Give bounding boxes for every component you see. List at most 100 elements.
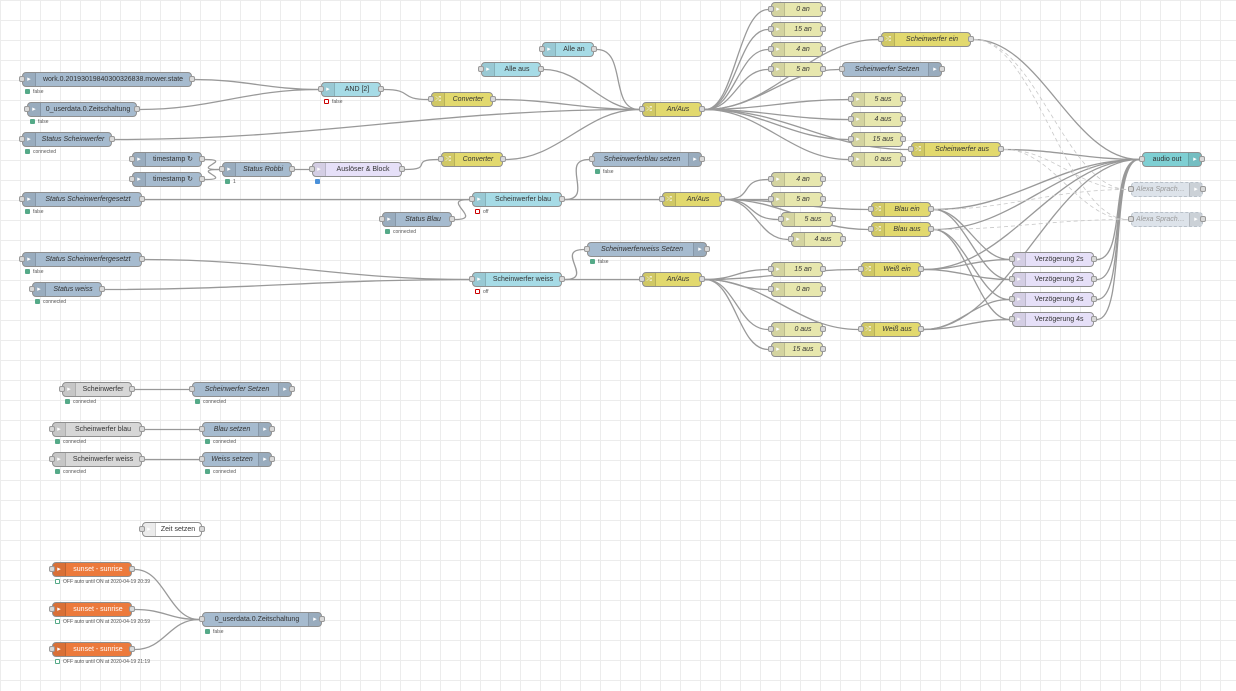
wire[interactable] [564,248,585,281]
flow-node[interactable]: ⤮Scheinwerfer ein [878,32,974,47]
input-port[interactable] [839,66,845,72]
input-port[interactable] [1128,216,1134,222]
output-port[interactable] [1091,316,1097,322]
input-port[interactable] [24,106,30,112]
flow-node[interactable]: ▸Scheinwerfer [59,382,135,397]
flow-node[interactable]: ▸Scheinwerfer Setzen [189,382,295,397]
input-port[interactable] [848,96,854,102]
input-port[interactable] [309,166,315,172]
dashed-wire[interactable] [933,189,1129,210]
dashed-wire[interactable] [973,39,1129,190]
wire[interactable] [134,568,200,621]
wire[interactable] [543,68,640,111]
output-port[interactable] [820,286,826,292]
input-port[interactable] [639,106,645,112]
output-port[interactable] [918,266,924,272]
output-port[interactable] [968,36,974,42]
output-port[interactable] [820,266,826,272]
output-port[interactable] [699,106,705,112]
output-port[interactable] [820,6,826,12]
wire[interactable] [923,158,1140,271]
flow-node[interactable]: ▸Alle aus [478,62,544,77]
flow-node[interactable]: ▸Verzögerung 4s [1009,312,1097,327]
flow-node[interactable]: ▸Scheinwerfer blau [49,422,145,437]
input-port[interactable] [199,456,205,462]
wire[interactable] [704,108,909,151]
flow-node[interactable]: ▸5 an [768,62,826,77]
wire[interactable] [204,158,220,171]
flow-node[interactable]: ▸Scheinwerfer weiss [469,272,565,287]
input-port[interactable] [848,156,854,162]
input-port[interactable] [29,286,35,292]
wire[interactable] [1003,148,1140,161]
output-port[interactable] [900,156,906,162]
dashed-wire[interactable] [973,39,1129,220]
output-port[interactable] [538,66,544,72]
flow-node[interactable]: ▸Verzögerung 4s [1009,292,1097,307]
output-port[interactable] [289,386,295,392]
flow-node[interactable]: ▸0_userdata.0.Zeitschaltung [24,102,140,117]
input-port[interactable] [129,176,135,182]
wire[interactable] [923,268,1010,281]
flow-node[interactable]: ⤮Blau ein [868,202,934,217]
dashed-wire[interactable] [933,219,1129,230]
output-port[interactable] [820,176,826,182]
wire[interactable] [933,158,1140,231]
flow-node[interactable]: ⤮Converter [438,152,506,167]
output-port[interactable] [129,386,135,392]
flow-node[interactable]: ▸0 aus [848,152,906,167]
output-port[interactable] [820,46,826,52]
input-port[interactable] [768,266,774,272]
output-port[interactable] [699,156,705,162]
flow-node[interactable]: ▸Scheinwerfer blau [469,192,565,207]
flow-node[interactable]: ▸15 an [768,22,826,37]
output-port[interactable] [378,86,384,92]
flow-node[interactable]: ▸15 an [768,262,826,277]
wire[interactable] [134,618,200,651]
dashed-wire[interactable] [1003,149,1129,190]
wire[interactable] [404,158,439,171]
input-port[interactable] [584,246,590,252]
output-port[interactable] [1200,186,1206,192]
output-port[interactable] [928,206,934,212]
input-port[interactable] [768,66,774,72]
flow-node[interactable]: ▸4 an [768,172,826,187]
wire[interactable] [704,108,849,161]
wire[interactable] [194,78,319,91]
input-port[interactable] [589,156,595,162]
flow-node[interactable]: ▸0_userdata.0.Zeitschaltung [199,612,325,627]
input-port[interactable] [318,86,324,92]
wire[interactable] [933,208,1010,281]
wire[interactable] [704,98,849,111]
flow-node[interactable]: ▸Status Robbi [219,162,295,177]
output-port[interactable] [900,96,906,102]
wire[interactable] [505,108,640,161]
output-port[interactable] [559,276,565,282]
wire[interactable] [114,108,640,141]
flow-node[interactable]: ▸Scheinwerfer Setzen [839,62,945,77]
flow-node[interactable]: ▸sunset - sunrise [49,602,135,617]
output-port[interactable] [830,216,836,222]
flow-node[interactable]: ▸timestamp ↻ [129,172,205,187]
input-port[interactable] [49,606,55,612]
wire[interactable] [144,258,470,281]
input-port[interactable] [1139,156,1145,162]
output-port[interactable] [109,136,115,142]
input-port[interactable] [768,6,774,12]
input-port[interactable] [139,526,145,532]
output-port[interactable] [998,146,1004,152]
output-port[interactable] [129,646,135,652]
input-port[interactable] [858,326,864,332]
input-port[interactable] [659,196,665,202]
flow-node[interactable]: ▸Scheinwerferweiss Setzen [584,242,710,257]
wire[interactable] [139,88,319,111]
wire[interactable] [724,178,769,201]
output-port[interactable] [129,566,135,572]
output-port[interactable] [490,96,496,102]
output-port[interactable] [199,526,205,532]
flow-node[interactable]: ⤮An/Aus [659,192,725,207]
output-port[interactable] [820,196,826,202]
input-port[interactable] [768,176,774,182]
output-port[interactable] [319,616,325,622]
output-port[interactable] [820,326,826,332]
